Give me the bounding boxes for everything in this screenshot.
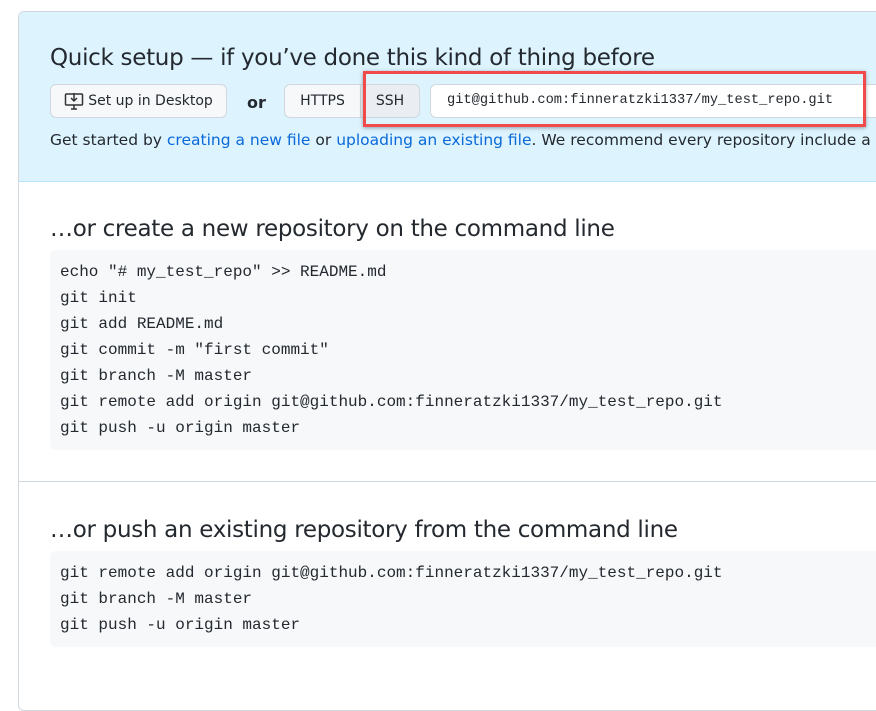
section-divider (19, 481, 876, 482)
https-tab[interactable]: HTTPS (284, 84, 361, 118)
create-new-file-link[interactable]: creating a new file (167, 131, 311, 149)
setup-desktop-label: Set up in Desktop (88, 93, 213, 109)
or-label: or (247, 93, 266, 112)
code-line: git init (60, 285, 876, 311)
upload-file-link[interactable]: uploading an existing file (336, 131, 531, 149)
hint-text: Get started by (50, 131, 167, 149)
hint-text: . We recommend every repository include … (532, 131, 876, 149)
quick-setup-title: Quick setup — if you’ve done this kind o… (50, 45, 655, 71)
setup-desktop-button[interactable]: Set up in Desktop (50, 84, 227, 118)
hint-text: or (310, 131, 336, 149)
get-started-hint: Get started by creating a new file or up… (50, 131, 876, 149)
code-line: git remote add origin git@github.com:fin… (60, 389, 876, 415)
code-line: git push -u origin master (60, 415, 876, 441)
code-line: git push -u origin master (60, 612, 876, 638)
new-repo-title: …or create a new repository on the comma… (50, 216, 615, 242)
highlight-annotation-box (363, 71, 866, 127)
code-line: echo "# my_test_repo" >> README.md (60, 259, 876, 285)
code-line: git branch -M master (60, 363, 876, 389)
push-existing-code-block[interactable]: git remote add origin git@github.com:fin… (50, 551, 876, 647)
code-line: git commit -m "first commit" (60, 337, 876, 363)
desktop-download-icon (64, 92, 84, 110)
code-line: git add README.md (60, 311, 876, 337)
code-line: git remote add origin git@github.com:fin… (60, 560, 876, 586)
code-line: git branch -M master (60, 586, 876, 612)
push-existing-title: …or push an existing repository from the… (50, 517, 678, 543)
